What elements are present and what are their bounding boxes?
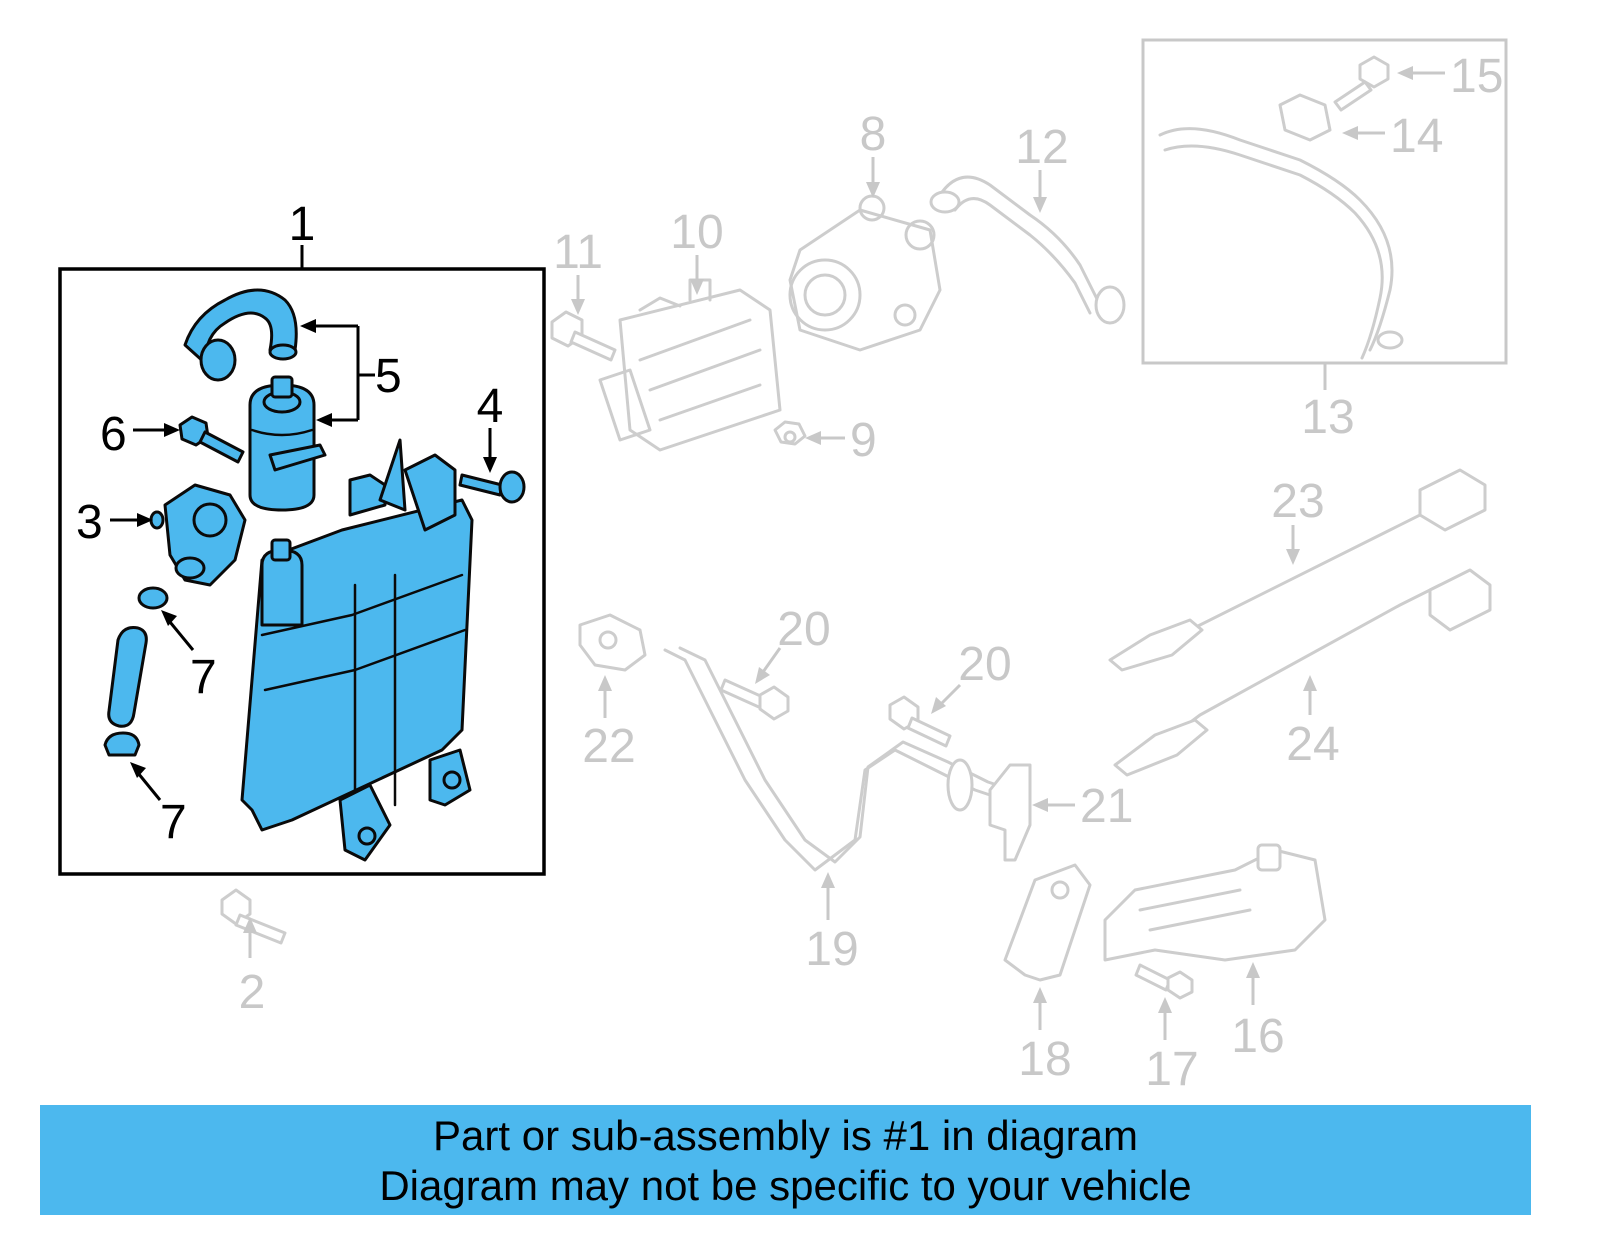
leader-6 bbox=[133, 423, 180, 437]
leader-20a bbox=[755, 647, 782, 684]
part-20-bolt-a bbox=[719, 678, 790, 721]
part-2-bolt bbox=[220, 888, 287, 945]
leader-10 bbox=[690, 255, 704, 295]
part-8-pump bbox=[788, 194, 942, 352]
part-24-sensor bbox=[1113, 568, 1492, 777]
callout-13: 13 bbox=[1301, 391, 1354, 444]
leader-14 bbox=[1342, 126, 1385, 140]
leader-23 bbox=[1286, 525, 1300, 565]
part-6-bolt bbox=[178, 415, 245, 464]
part-17-bolt bbox=[1134, 963, 1194, 1000]
callout-24: 24 bbox=[1286, 718, 1339, 771]
callout-18: 18 bbox=[1018, 1033, 1071, 1086]
callout-15: 15 bbox=[1450, 50, 1503, 103]
part-19-tube bbox=[663, 646, 1020, 872]
leader-22 bbox=[598, 675, 612, 718]
leader-16 bbox=[1246, 962, 1260, 1005]
leader-3 bbox=[110, 513, 153, 527]
callout-19: 19 bbox=[805, 923, 858, 976]
leader-24 bbox=[1303, 675, 1317, 715]
part-16-housing bbox=[1103, 843, 1327, 962]
callout-5: 5 bbox=[375, 350, 402, 403]
leader-11 bbox=[571, 275, 585, 315]
part-7-hose bbox=[107, 626, 148, 728]
leader-15 bbox=[1397, 66, 1445, 80]
leader-8 bbox=[866, 157, 880, 198]
callout-21: 21 bbox=[1080, 780, 1133, 833]
part-13-group-box bbox=[1141, 38, 1508, 365]
part-7-clamp-lower bbox=[103, 731, 141, 757]
banner-line-2: Diagram may not be specific to your vehi… bbox=[379, 1162, 1192, 1209]
part-9-nut bbox=[773, 420, 807, 446]
leader-21 bbox=[1032, 798, 1075, 812]
callout-3: 3 bbox=[76, 496, 103, 549]
leader-20b bbox=[931, 683, 962, 714]
callout-6: 6 bbox=[100, 408, 127, 461]
leader-19 bbox=[821, 872, 835, 920]
part-23-sensor bbox=[1108, 468, 1487, 672]
leader-7b bbox=[130, 762, 162, 801]
part-3-valve bbox=[149, 483, 247, 587]
callout-10: 10 bbox=[670, 206, 723, 259]
callout-14: 14 bbox=[1390, 110, 1443, 163]
part-10-module bbox=[598, 278, 782, 452]
part-7-clamp-upper bbox=[137, 586, 169, 610]
callout-17: 17 bbox=[1145, 1043, 1198, 1096]
callout-22: 22 bbox=[582, 720, 635, 773]
callout-23: 23 bbox=[1271, 475, 1324, 528]
callout-4: 4 bbox=[477, 380, 504, 433]
part-11-bolt bbox=[550, 310, 617, 362]
part-5-filter bbox=[248, 375, 327, 512]
part-21-bracket bbox=[988, 763, 1032, 862]
part-22-bracket bbox=[578, 613, 647, 672]
callout-8: 8 bbox=[860, 108, 887, 161]
part-18-gasket bbox=[1003, 863, 1092, 982]
callout-20b: 20 bbox=[958, 638, 1011, 691]
leader-18 bbox=[1033, 987, 1047, 1030]
part-1-canister bbox=[240, 438, 474, 862]
leader-7a bbox=[161, 610, 195, 651]
leader-4 bbox=[483, 428, 497, 473]
part-12-hose bbox=[929, 175, 1126, 325]
callout-20a: 20 bbox=[777, 603, 830, 656]
callout-11: 11 bbox=[553, 226, 603, 279]
callout-16: 16 bbox=[1231, 1010, 1284, 1063]
info-banner: Part or sub-assembly is #1 in diagram Di… bbox=[40, 1105, 1531, 1215]
leader-2 bbox=[243, 917, 257, 958]
part-20-bolt-b bbox=[888, 695, 952, 748]
part-5-hose bbox=[183, 288, 298, 382]
callout-12: 12 bbox=[1015, 121, 1068, 174]
banner-line-1: Part or sub-assembly is #1 in diagram bbox=[433, 1112, 1138, 1159]
callout-1: 1 bbox=[289, 198, 316, 251]
part-4-bolt bbox=[458, 470, 526, 504]
leader-17 bbox=[1158, 997, 1172, 1040]
leader-9 bbox=[805, 431, 845, 445]
leader-5 bbox=[300, 319, 375, 427]
callout-9: 9 bbox=[850, 414, 877, 467]
callout-7b: 7 bbox=[160, 796, 187, 849]
leader-12 bbox=[1033, 170, 1047, 213]
callout-2: 2 bbox=[239, 966, 266, 1019]
callout-7a: 7 bbox=[190, 651, 217, 704]
